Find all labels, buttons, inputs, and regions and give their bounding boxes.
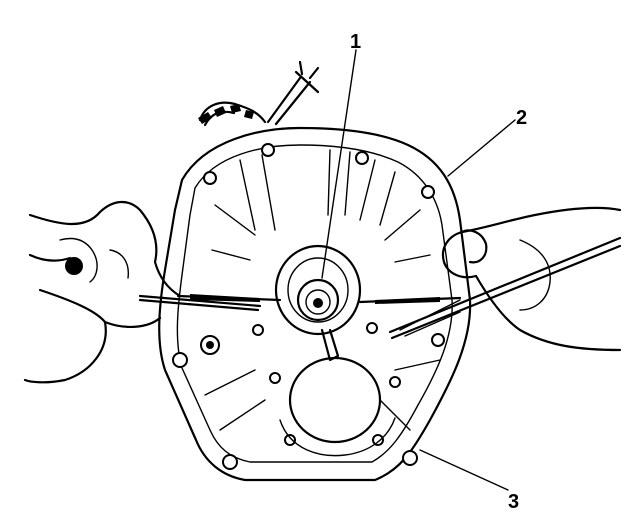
- right-hand-with-tool: [388, 206, 622, 352]
- shift-lever: [320, 328, 340, 362]
- callout-label-2: 2: [516, 107, 527, 129]
- transmission-case: [158, 126, 472, 482]
- wiring-harness: [198, 60, 320, 127]
- callout-label-1: 1: [350, 31, 361, 53]
- case-bolt-holes: [172, 143, 445, 470]
- leader-lines: [321, 49, 516, 491]
- left-hand-with-tool: [23, 200, 262, 384]
- callout-label-3: 3: [508, 491, 519, 513]
- output-shaft-bore: [274, 244, 362, 336]
